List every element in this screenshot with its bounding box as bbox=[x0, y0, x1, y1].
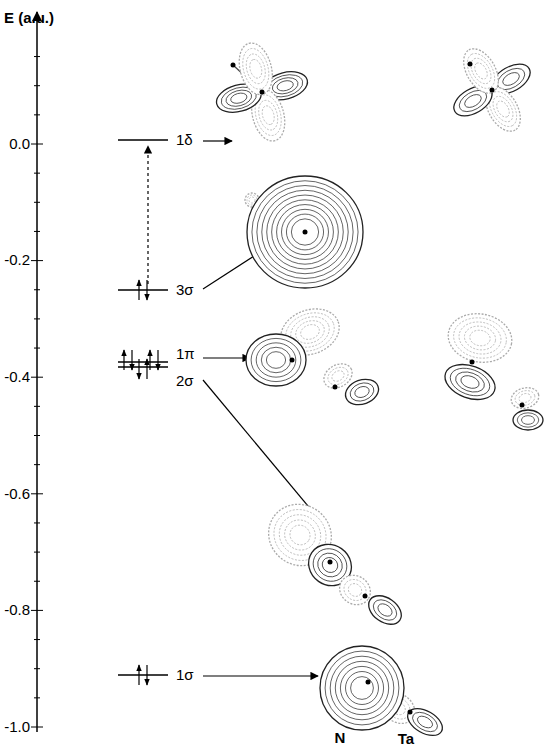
atom-dot bbox=[520, 403, 525, 408]
axis-tick bbox=[34, 348, 40, 349]
axis-tick bbox=[34, 552, 40, 553]
atom-dot bbox=[366, 680, 371, 685]
negative-lobe bbox=[509, 385, 541, 412]
tick-label: -0.6 bbox=[4, 486, 30, 503]
level-label: 1σ bbox=[176, 667, 194, 684]
axis-tick bbox=[31, 727, 43, 728]
atom-dot bbox=[363, 594, 368, 599]
positive-lobe bbox=[246, 334, 306, 386]
axis-tick bbox=[34, 202, 40, 203]
axis-tick bbox=[31, 493, 43, 494]
energy-axis bbox=[31, 12, 43, 732]
level-label: 1π bbox=[176, 346, 195, 363]
axis-tick bbox=[34, 85, 40, 86]
axis-tick bbox=[34, 406, 40, 407]
level-label: 1δ bbox=[176, 132, 193, 149]
excitation-arrow bbox=[147, 146, 148, 284]
axis-title: E (a.u.) bbox=[4, 10, 54, 27]
level-label: 3σ bbox=[176, 282, 194, 299]
atom-dot bbox=[231, 63, 236, 68]
positive-lobe bbox=[363, 590, 406, 630]
axis-tick bbox=[31, 144, 43, 145]
axis-tick bbox=[34, 318, 40, 319]
axis-tick bbox=[34, 231, 40, 232]
axis-tick bbox=[31, 260, 43, 261]
tick-label: -1.0 bbox=[4, 719, 30, 736]
energy-levels bbox=[118, 140, 168, 675]
positive-lobe bbox=[513, 410, 543, 430]
atom-dot bbox=[260, 90, 265, 95]
atom-dot bbox=[490, 88, 495, 93]
negative-lobe bbox=[457, 43, 506, 99]
axis-tick bbox=[34, 114, 40, 115]
axis-tick bbox=[34, 289, 40, 290]
positive-lobe bbox=[342, 375, 382, 409]
orbital-plots bbox=[213, 39, 543, 741]
axis-tick bbox=[34, 581, 40, 582]
atom-label: N bbox=[335, 730, 346, 747]
axis-tick bbox=[34, 639, 40, 640]
axis-tick bbox=[34, 668, 40, 669]
axis-tick bbox=[34, 173, 40, 174]
axis-tick bbox=[34, 522, 40, 523]
axis-tick bbox=[31, 610, 43, 611]
tick-label: 0.0 bbox=[9, 136, 30, 153]
tick-label: -0.4 bbox=[4, 369, 30, 386]
positive-lobe bbox=[247, 176, 363, 288]
atom-dot bbox=[468, 62, 473, 67]
axis-tick bbox=[34, 435, 40, 436]
atom-dot bbox=[328, 560, 333, 565]
tick-label: -0.2 bbox=[4, 252, 30, 269]
atom-dot bbox=[290, 358, 295, 363]
positive-lobe bbox=[440, 358, 500, 406]
atom-dot bbox=[333, 385, 338, 390]
atom-dot bbox=[408, 710, 413, 715]
axis-tick bbox=[34, 464, 40, 465]
level-label: 2σ bbox=[176, 373, 194, 390]
axis-tick bbox=[34, 697, 40, 698]
tick-label: -0.8 bbox=[4, 602, 30, 619]
electron-arrows bbox=[124, 280, 158, 685]
atom-dot bbox=[303, 230, 308, 235]
axis-tick bbox=[31, 377, 43, 378]
negative-lobe bbox=[444, 309, 515, 367]
axis-tick bbox=[34, 56, 40, 57]
atom-label: Ta bbox=[398, 731, 414, 748]
positive-lobe bbox=[320, 646, 404, 730]
negative-lobe bbox=[234, 39, 278, 98]
atom-dot bbox=[470, 360, 475, 365]
